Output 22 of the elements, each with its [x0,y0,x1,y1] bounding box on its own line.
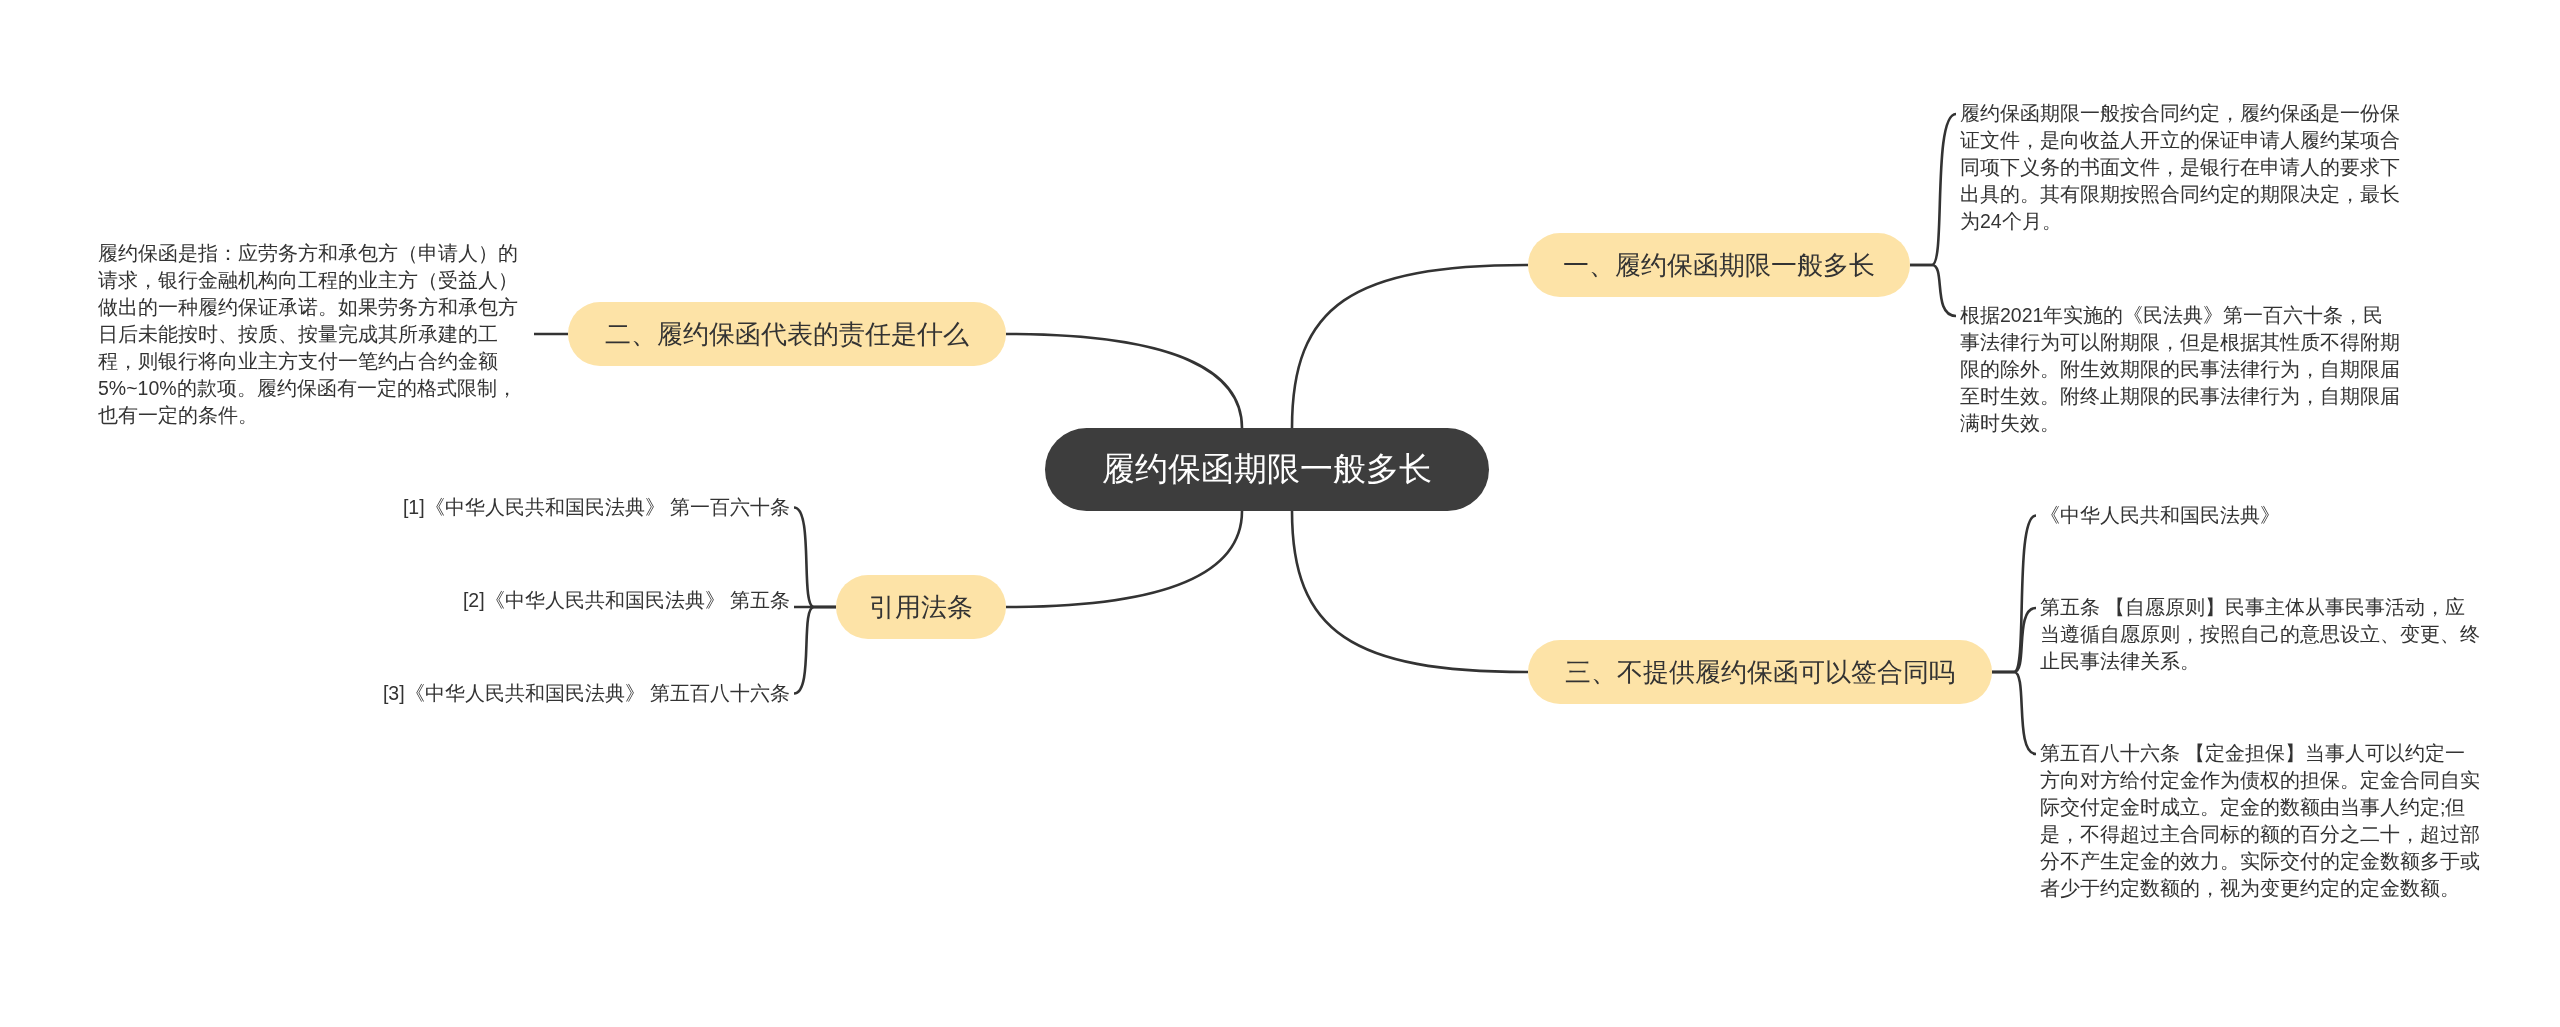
topic-pill: 三、不提供履约保函可以签合同吗 [1528,640,1992,704]
note-text: [1]《中华人民共和国民法典》 第一百六十条 [402,494,790,521]
note-text: 履约保函期限一般按合同约定，履约保函是一份保证文件，是向收益人开立的保证申请人履约某项合同项下义务的书面文件，是银行在申请人的要求下出具的。其有限期按照合同约定的期限决定，最长为24个月。 [1960,100,2400,235]
note-text: 《中华人民共和国民法典》 [2040,502,2480,529]
connector-line [1005,510,1244,609]
connector-line [793,605,836,695]
topic-pill: 一、履约保函期限一般多长 [1528,233,1910,297]
topic-pill: 引用法条 [836,575,1006,639]
note-text: 第五条 【自愿原则】民事主体从事民事活动，应当遵循自愿原则，按照自己的意思设立、变更、终止民事法律关系。 [2040,594,2480,675]
central-topic: 履约保函期限一般多长 [1045,428,1489,511]
note-text: 根据2021年实施的《民法典》第一百六十条，民事法律行为可以附期限，但是根据其性质不得附期限的除外。附生效期限的民事法律行为，自期限届至时生效。附终止期限的民事法律行为，自期限届满时失效。 [1960,302,2400,437]
note-text: 履约保函是指：应劳务方和承包方（申请人）的请求，银行金融机构向工程的业主方（受益人）做出的一种履约保证承诺。如果劳务方和承包方日后未能按时、按质、按量完成其所承建的工程，则银行将向业主方支付一笔约占合约金额5%~10%的款项。履约保函有一定的格式限制，也有一定的条件。 [98,240,530,429]
connector-line [1910,263,1957,318]
connector-line [1005,332,1244,429]
topic-pill: 二、履约保函代表的责任是什么 [568,302,1006,366]
note-text: 第五百八十六条 【定金担保】当事人可以约定一方向对方给付定金作为债权的担保。定金合同自实际交付定金时成立。定金的数额由当事人约定;但是，不得超过主合同标的额的百分之二十，超过部分不产生定金的效力。实际交付的定金数额多于或者少于约定数额的，视为变更约定的定金数额。 [2040,740,2480,902]
connector-line [534,332,568,336]
connector-line [1992,670,2037,756]
connector-line [1290,510,1529,674]
connector-line [1290,263,1529,429]
note-text: [3]《中华人民共和国民法典》 第五百八十六条 [382,680,790,707]
note-text: [2]《中华人民共和国民法典》 第五条 [462,587,790,614]
